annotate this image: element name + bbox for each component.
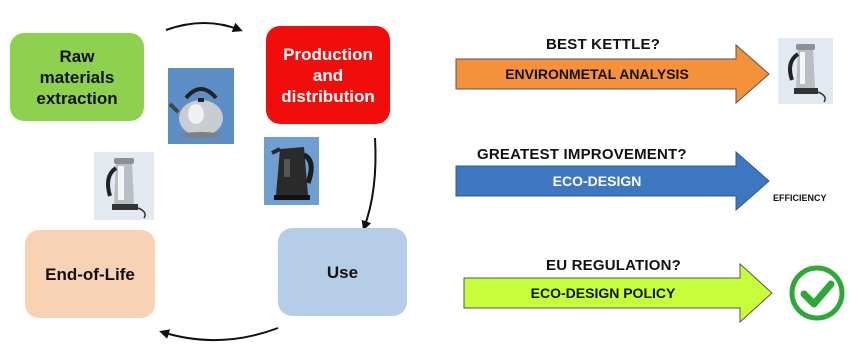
percolator-kettle-photo	[94, 152, 154, 220]
stage-use-label: Use	[326, 262, 359, 282]
whistling-kettle-photo	[168, 68, 234, 144]
black-electric-kettle-photo	[264, 137, 319, 205]
arrow-eco-design	[455, 150, 770, 212]
arrow-eco-design-label: ECO-DESIGN	[552, 173, 642, 189]
stage-use: Use	[278, 228, 407, 316]
question-best-kettle: BEST KETTLE?	[546, 36, 661, 53]
stage-end-of-life-label: End-of-Life	[45, 264, 135, 284]
arrow-environmental-analysis	[455, 43, 770, 105]
stage-production-label: Production and distribution	[281, 44, 375, 106]
arrow-environmental-analysis-label: ENVIRONMETAL ANALYSIS	[505, 66, 689, 82]
question-eu-regulation: EU REGULATION?	[546, 257, 682, 274]
arrow-eco-design-policy	[463, 262, 773, 324]
stage-raw-materials: Raw materials extraction	[10, 33, 144, 121]
stage-end-of-life: End-of-Life	[25, 230, 155, 318]
arrow-right	[361, 137, 377, 231]
check-icon	[789, 265, 845, 321]
question-greatest-improvement: GREATEST IMPROVEMENT?	[477, 146, 687, 163]
arrow-eco-design-policy-label: ECO-DESIGN POLICY	[530, 285, 676, 301]
stage-raw-materials-label: Raw materials extraction	[36, 46, 118, 108]
arrow-bottom	[159, 327, 279, 342]
efficiency-label: EFFICIENCY	[773, 193, 827, 203]
result-kettle-photo	[778, 38, 833, 104]
arrow-top	[165, 22, 243, 33]
stage-production-distribution: Production and distribution	[266, 26, 390, 124]
